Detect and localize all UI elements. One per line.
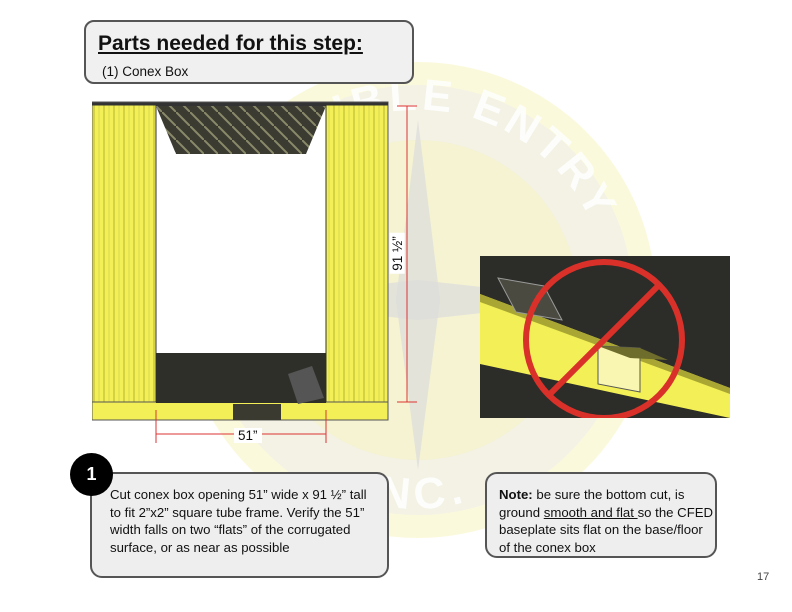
step-1-callout: Cut conex box opening 51” wide x 91 ½” t… [90,472,389,578]
width-dimension-label: 51” [234,428,262,443]
bottom-cut-detail-image [480,256,730,418]
note-underlined-text: smooth and flat [543,504,638,520]
parts-needed-box: Parts needed for this step: (1) Conex Bo… [84,20,414,84]
note-text-after: so the CFED baseplate sits flat on the b… [499,504,714,555]
step-number-badge: 1 [70,453,113,496]
note-text-before: be sure the bottom cut, is ground [499,487,685,520]
page-number: 17 [757,571,770,583]
parts-title: Parts needed for this step: [98,32,363,55]
note-label: Note: [499,487,533,502]
note-text: Note: be sure the bottom cut, is ground … [499,486,714,556]
note-callout: Note: be sure the bottom cut, is ground … [485,472,717,558]
parts-item: (1) Conex Box [102,64,189,79]
prohibition-icon [523,259,685,418]
step-1-text: Cut conex box opening 51” wide x 91 ½” t… [110,487,367,555]
height-dimension-label: 91 ½” [389,233,405,274]
conex-opening-diagram [92,101,417,443]
